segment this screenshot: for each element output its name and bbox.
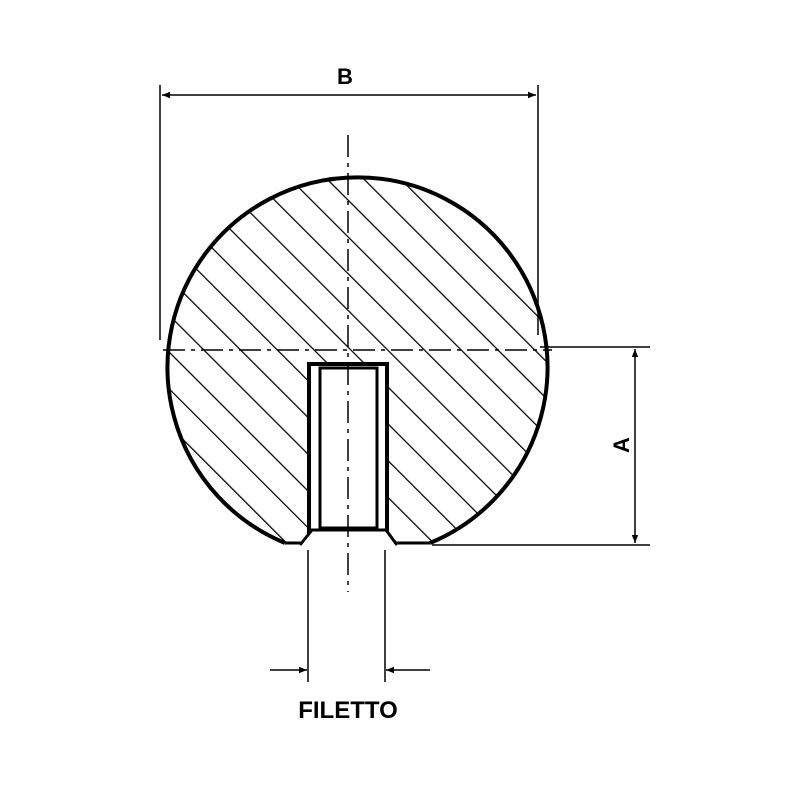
dimension-thread: FILETTO — [270, 550, 430, 724]
dimension-a-label: A — [609, 437, 634, 453]
dimension-a: A — [432, 346, 650, 546]
dimension-b-label: B — [337, 64, 353, 89]
thread-label: FILETTO — [298, 697, 398, 724]
dimension-b: B — [159, 64, 539, 340]
sphere-outline — [165, 175, 550, 545]
